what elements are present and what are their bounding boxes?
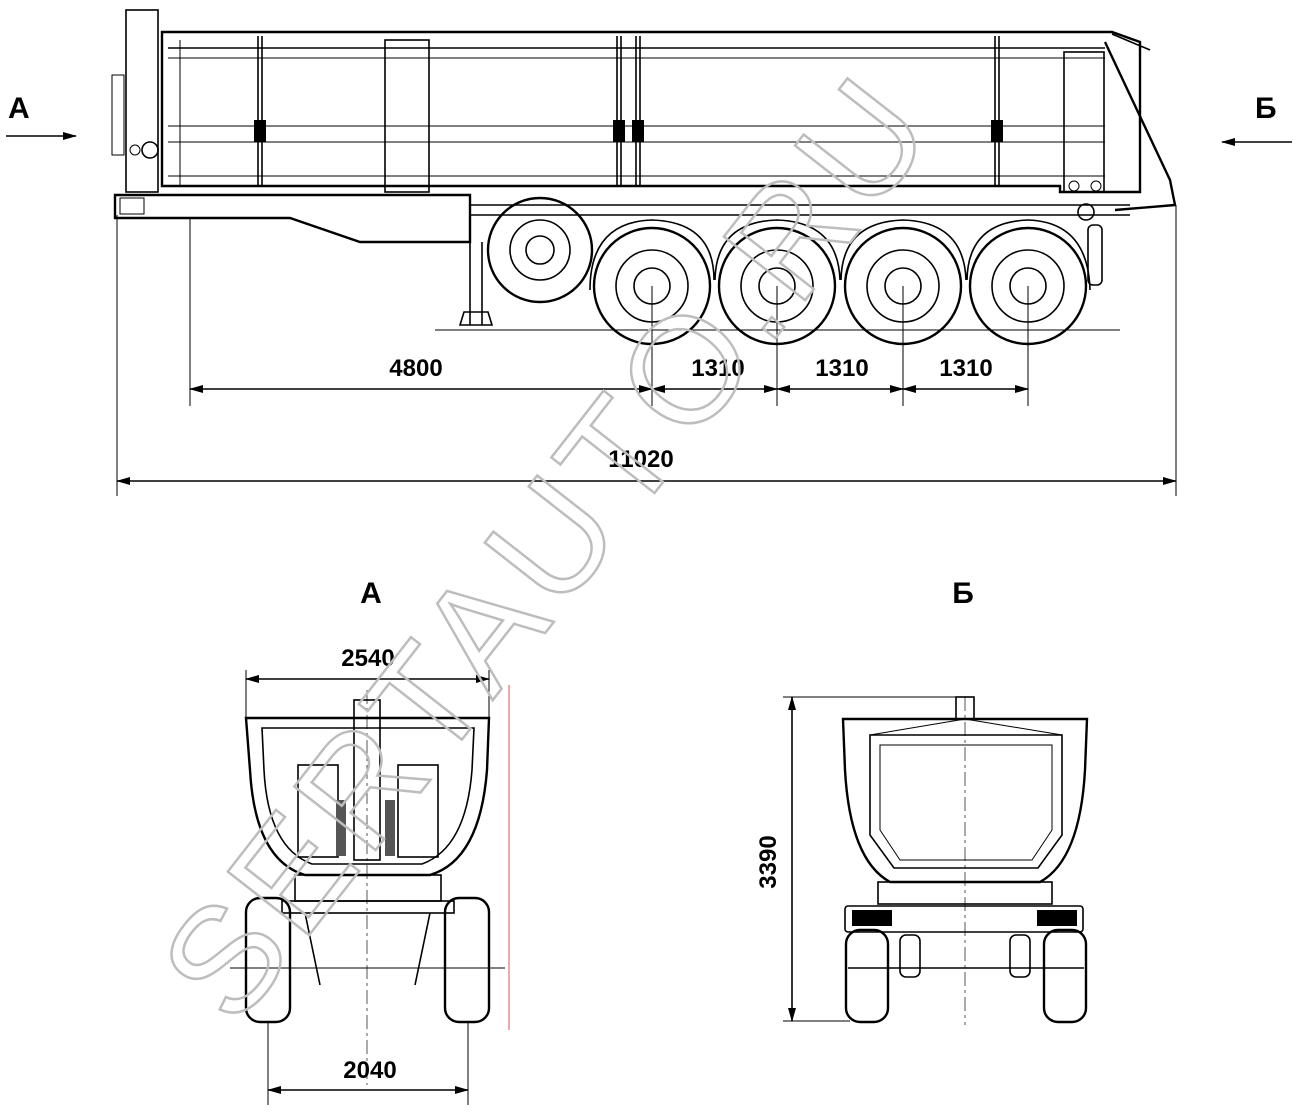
dim-axle-spacing-2: 1310 [815, 355, 868, 382]
side-view-arrow-a-label: А [8, 92, 30, 125]
tipper-body [160, 30, 1142, 194]
front-panel [384, 39, 430, 193]
dim-track-width: 2040 [343, 1057, 396, 1084]
front-post [125, 9, 159, 193]
dim-overall-length: 11020 [608, 446, 673, 473]
side-dimensions: 4800 1310 1310 1310 11020 [116, 205, 1177, 496]
dim-overall-height: 3390 [755, 835, 782, 888]
chassis-gooseneck [113, 193, 472, 244]
spare-wheel [486, 196, 594, 304]
front-view: А 2540 2040 [230, 577, 510, 1105]
dim-body-width: 2540 [341, 645, 394, 672]
rear-right-tyre [1042, 928, 1088, 1024]
side-view-arrow-b-label: Б [1255, 92, 1277, 125]
dim-kingpin-to-axle: 4800 [389, 355, 442, 382]
rear-view-title: Б [952, 577, 974, 610]
rear-view: Б 3390 [755, 577, 1089, 1025]
dim-axle-spacing-1: 1310 [691, 355, 744, 382]
side-view: А Б [6, 9, 1292, 346]
dim-axle-spacing-3: 1310 [939, 355, 992, 382]
rear-left-tyre [844, 928, 890, 1024]
front-right-tyre [443, 896, 491, 1024]
front-view-title: А [360, 577, 382, 610]
